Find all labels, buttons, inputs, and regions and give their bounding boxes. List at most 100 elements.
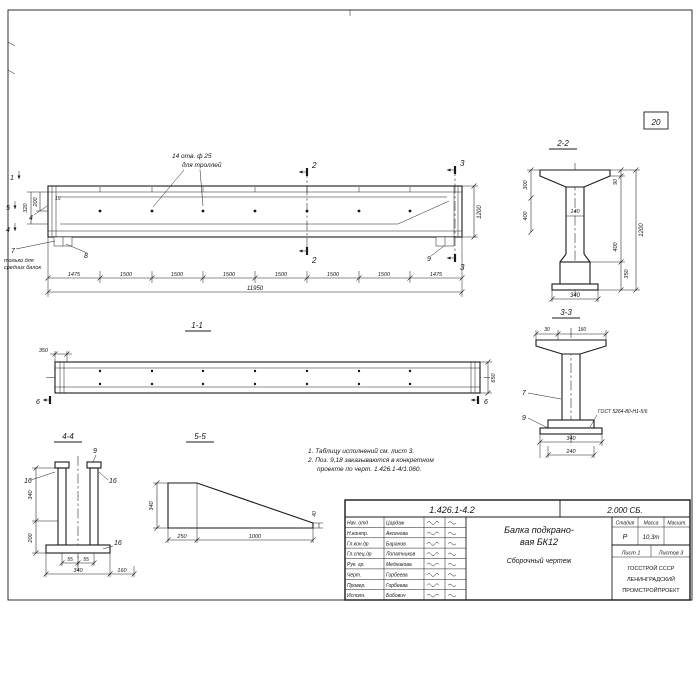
position-leaders: 7 только для средних балок 8 9	[4, 240, 445, 271]
sig-name-7: Горбеева	[386, 583, 408, 589]
col-scale-header: Масшт.	[667, 521, 686, 527]
sig-name-3: Баранов	[386, 541, 406, 547]
holes-note-line2: для троллей	[182, 161, 222, 169]
dim-end-40: 40	[312, 511, 318, 517]
dim-seg-4: 1500	[223, 272, 236, 278]
cut-label-5: 5	[6, 205, 10, 212]
cut-label-3-top: 3	[460, 159, 465, 168]
product-title-line2: вая БК12	[520, 537, 558, 547]
cut-line-2: 2 2	[299, 161, 317, 265]
dim-top-160: 160	[578, 327, 587, 333]
pos-label-16-left: 16	[24, 478, 32, 485]
signature-grid: Нач. отд Цардаж Н.контр. Аксенова Гл.кон…	[345, 517, 467, 600]
note-line-2: 2. Поз. 9,18 заказываются в конкретном	[307, 457, 434, 464]
dim-right-90: 90	[613, 179, 619, 185]
cut-label-6-right: 6	[484, 399, 488, 406]
dim-bottom-340: 340	[570, 293, 581, 299]
dim-seg-2: 1500	[120, 272, 133, 278]
cut-label-1: 1	[10, 175, 14, 182]
dim-320: 320	[23, 202, 29, 212]
sig-name-5: Медникова	[386, 562, 412, 568]
sheet-number-box: 20	[643, 111, 669, 130]
dim-total: 11950	[247, 286, 264, 292]
dim-160: 160	[117, 568, 127, 574]
sig-role-2: Н.контр.	[347, 531, 368, 537]
pos-label-9: 9	[93, 448, 97, 455]
dim-250: 250	[176, 534, 187, 540]
note-line-1: 1. Таблицу исполнений см. лист 3.	[308, 447, 414, 455]
dim-top-30: 30	[544, 327, 550, 333]
note-line-3: проекте по черт. 1.426.1-4/1.060.	[317, 466, 421, 473]
sig-name-1: Цардаж	[386, 521, 405, 527]
left-dimensions: 320 200 15	[23, 191, 61, 225]
dim-55-b: 55	[83, 557, 89, 563]
pos-label-9: 9	[427, 256, 431, 263]
pos-label-8: 8	[84, 253, 88, 260]
dim-seg-3: 1500	[171, 272, 184, 278]
dim-55-a: 55	[67, 557, 73, 563]
section-1-1: 1-1 350 650	[36, 321, 497, 406]
cut-labels-left-edge: 1 5 4 4	[6, 171, 48, 234]
height-dimension: 1200	[462, 183, 483, 240]
dim-left-300: 300	[523, 179, 529, 189]
dim-200: 200	[33, 196, 39, 207]
doc-number: 1.426.1-4.2	[429, 505, 475, 515]
sig-name-2: Аксенова	[385, 531, 408, 537]
sig-role-8: Исполн.	[347, 593, 365, 599]
product-title-area: Балка подкрано- вая БК12 Сборочный черте…	[504, 525, 574, 565]
dim-left-340: 340	[28, 489, 34, 499]
sig-role-1: Нач. отд	[347, 521, 368, 527]
pos-label-9: 9	[522, 415, 526, 422]
section-5-5: 5-5 340 40 250 1000	[149, 432, 323, 543]
beam-end-supports	[53, 236, 455, 247]
sheet-number: 20	[651, 118, 661, 127]
sig-role-5: Рук. гр.	[347, 562, 365, 568]
title-block: 1.426.1-4.2 2.000 СБ. Нач. отд Цардаж Н.…	[344, 499, 691, 601]
section-3-3: 3-3 30 160 7 9 ГОСТ 5264-80-Н1-5/6 340	[522, 308, 648, 458]
section-4-4-title: 4-4	[62, 432, 74, 441]
signature-squiggles	[426, 521, 457, 598]
doc-type-label: Сборочный чертеж	[507, 557, 573, 565]
section-1-1-title: 1-1	[191, 321, 203, 330]
dim-right-350: 350	[624, 268, 630, 278]
cut-label-2-bottom: 2	[311, 256, 317, 265]
stage-value: Р	[623, 534, 628, 541]
dim-left-400: 400	[523, 210, 529, 220]
section-2-2: 2-2 140 300 400 90 400 350	[523, 139, 645, 302]
dim-height-340: 340	[149, 500, 155, 510]
dim-340: 340	[73, 568, 83, 574]
mass-value: 10,3т	[643, 535, 660, 541]
dim-section-height-1200: 1200	[639, 223, 645, 237]
notes-block: 1. Таблицу исполнений см. лист 3. 2. Поз…	[307, 447, 434, 473]
pos-label-7: 7	[522, 390, 527, 397]
dim-web-140: 140	[570, 209, 580, 215]
cut-line-6: 6 6	[36, 396, 488, 406]
sig-role-7: Провер.	[347, 583, 366, 589]
col-stage-header: Стадия	[616, 521, 635, 527]
note-middle-beams-1: только для	[4, 258, 34, 264]
bottom-dimension-chain: 1475 1500 1500 1500 1500 1500 1500 1475 …	[45, 237, 465, 297]
sig-name-8: Бобович	[386, 593, 406, 599]
holes-callout: 14 отв. ф 25 для троллей	[152, 153, 222, 208]
dim-bottom-240: 240	[565, 449, 576, 455]
weld-spec-note: ГОСТ 5264-80-Н1-5/6	[598, 409, 648, 415]
dim-15: 15	[55, 196, 61, 202]
product-title-line1: Балка подкрано-	[504, 525, 574, 535]
pos-label-16-bottom: 16	[114, 540, 122, 547]
cut-label-4: 4	[6, 227, 10, 234]
doc-code: 2.000 СБ.	[606, 506, 642, 515]
dim-bottom-340: 340	[566, 436, 576, 442]
section-5-5-title: 5-5	[194, 432, 206, 441]
sig-role-4: Гл.спец.др	[347, 552, 372, 558]
dim-plan-650: 650	[491, 372, 497, 382]
holes-note-line1: 14 отв. ф 25	[172, 153, 212, 160]
dim-right-400: 400	[613, 241, 619, 251]
dim-left-200: 200	[28, 532, 34, 543]
section-3-3-title: 3-3	[560, 308, 572, 317]
dim-seg-8: 1475	[430, 272, 443, 278]
dim-seg-7: 1500	[378, 272, 391, 278]
dim-seg-5: 1500	[275, 272, 288, 278]
dim-plan-350: 350	[39, 348, 49, 354]
